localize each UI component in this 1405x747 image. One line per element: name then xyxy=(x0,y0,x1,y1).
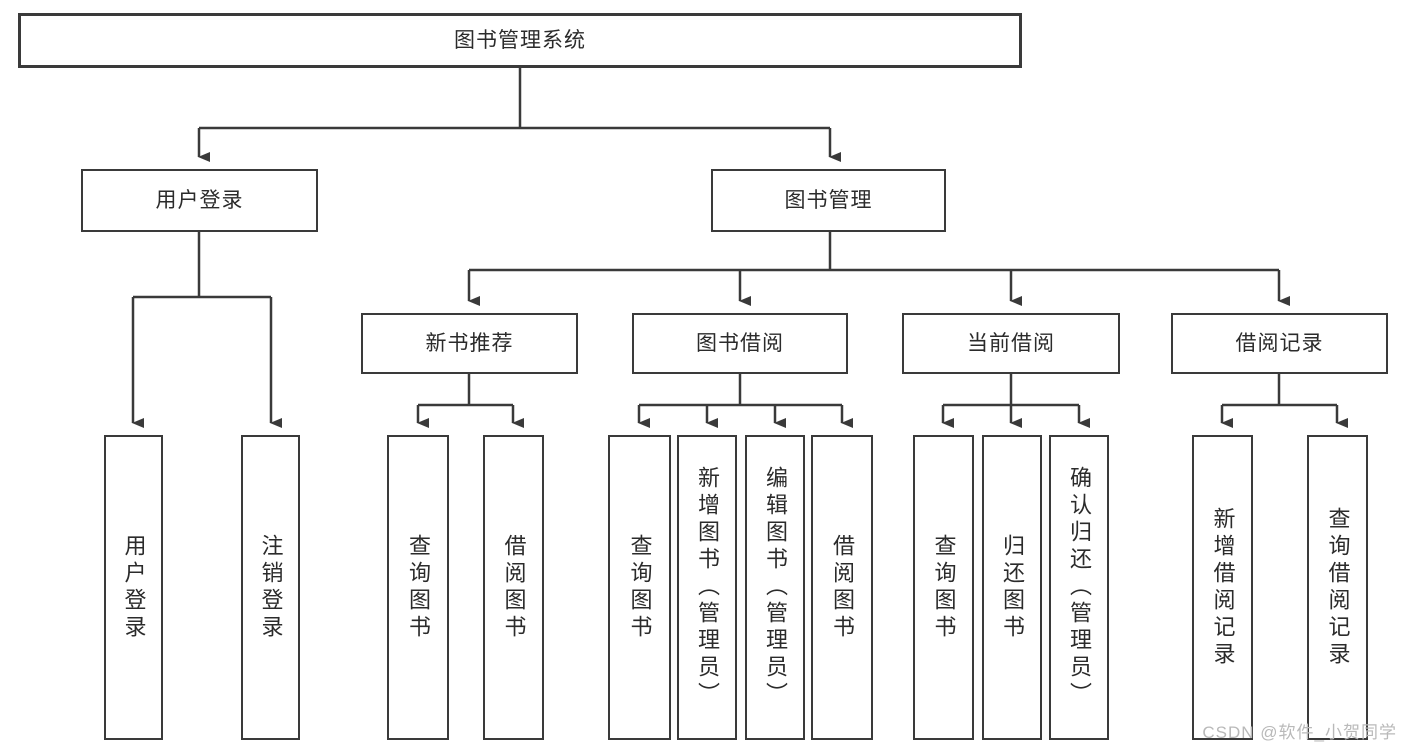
node-label: 图书借阅 xyxy=(696,331,784,355)
watermark: CSDN @软件_小贺同学 xyxy=(1202,723,1397,742)
leaf-query-books-borrowing[interactable]: 查询图书 xyxy=(608,435,671,740)
node-label: 当前借阅 xyxy=(967,331,1055,355)
node-label: 借阅记录 xyxy=(1235,331,1324,355)
leaf-label: 新增借阅记录 xyxy=(1210,506,1236,669)
leaf-label: 借阅图书 xyxy=(830,533,855,642)
leaf-borrow-books[interactable]: 借阅图书 xyxy=(811,435,873,740)
leaf-edit-book-admin[interactable]: 编辑图书（管理员） xyxy=(745,435,805,740)
leaf-logout[interactable]: 注销登录 xyxy=(241,435,300,740)
node-user-login[interactable]: 用户登录 xyxy=(81,169,318,232)
node-current-borrowing[interactable]: 当前借阅 xyxy=(902,313,1120,374)
leaf-label: 注销登录 xyxy=(258,533,284,642)
leaf-label: 查询图书 xyxy=(931,533,957,642)
leaf-label: 新增图书（管理员） xyxy=(695,466,720,709)
leaf-confirm-return-admin[interactable]: 确认归还（管理员） xyxy=(1049,435,1109,740)
leaf-query-books-current[interactable]: 查询图书 xyxy=(913,435,974,740)
leaf-label: 查询图书 xyxy=(406,533,431,642)
leaf-label: 查询图书 xyxy=(627,533,653,642)
leaf-user-login[interactable]: 用户登录 xyxy=(104,435,163,740)
node-new-book-recommendation[interactable]: 新书推荐 xyxy=(361,313,578,374)
node-book-borrowing[interactable]: 图书借阅 xyxy=(632,313,848,374)
node-book-management[interactable]: 图书管理 xyxy=(711,169,946,232)
leaf-add-borrow-record[interactable]: 新增借阅记录 xyxy=(1192,435,1253,740)
node-label: 用户登录 xyxy=(155,188,244,212)
leaf-add-book-admin[interactable]: 新增图书（管理员） xyxy=(677,435,737,740)
node-label: 图书管理 xyxy=(784,188,873,212)
leaf-label: 编辑图书（管理员） xyxy=(763,466,788,709)
node-borrow-records[interactable]: 借阅记录 xyxy=(1171,313,1388,374)
leaf-label: 确认归还（管理员） xyxy=(1067,466,1092,709)
leaf-label: 查询借阅记录 xyxy=(1325,506,1351,669)
leaf-query-books-recommend[interactable]: 查询图书 xyxy=(387,435,449,740)
leaf-query-borrow-record[interactable]: 查询借阅记录 xyxy=(1307,435,1368,740)
node-label: 图书管理系统 xyxy=(454,28,586,52)
leaf-label: 用户登录 xyxy=(121,533,147,642)
leaf-borrow-books-recommend[interactable]: 借阅图书 xyxy=(483,435,544,740)
node-label: 新书推荐 xyxy=(425,331,514,355)
leaf-return-books[interactable]: 归还图书 xyxy=(982,435,1042,740)
node-root-system[interactable]: 图书管理系统 xyxy=(18,13,1022,68)
leaf-label: 借阅图书 xyxy=(501,533,527,642)
leaf-label: 归还图书 xyxy=(1000,533,1025,642)
